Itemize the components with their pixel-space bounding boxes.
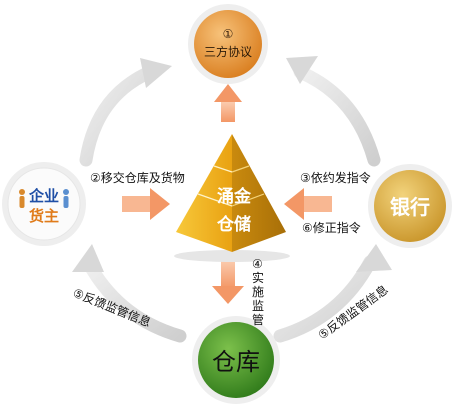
central-pyramid — [174, 134, 290, 262]
step-6-label: ⑥修正指令 — [302, 220, 361, 235]
person-left-icon — [19, 189, 25, 208]
step-3-label: ③依约发指令 — [300, 170, 371, 185]
bank-node — [368, 164, 452, 248]
arrow-bank-to-pyramid — [284, 188, 332, 220]
agreement-node — [188, 4, 268, 84]
warehouse-node — [192, 316, 280, 404]
step-2-label: ②移交仓库及货物 — [90, 170, 185, 185]
arrow-pyramid-to-warehouse — [212, 258, 244, 304]
enterprise-node — [2, 162, 86, 246]
step-4-label: ④实施监管 — [252, 257, 265, 327]
enterprise-label-line1: 企业 — [28, 187, 59, 205]
person-right-icon — [63, 189, 69, 208]
warehouse-label: 仓库 — [212, 348, 260, 376]
pyramid-label-line2: 仓储 — [216, 214, 251, 235]
cycle-arrow-bottom-left — [72, 244, 187, 343]
arrow-pyramid-to-agreement — [214, 84, 242, 122]
cycle-arrow-top-right — [286, 56, 381, 167]
cycle-arrow-bottom-right — [273, 244, 392, 343]
bank-label: 银行 — [390, 195, 430, 219]
arrow-enterprise-to-pyramid — [122, 188, 170, 220]
pyramid-label-line1: 涌金 — [217, 186, 252, 207]
agreement-number: ① — [223, 27, 234, 41]
enterprise-label-line2: 货主 — [29, 207, 59, 225]
cycle-arrow-top-left — [79, 58, 172, 167]
agreement-label: 三方协议 — [204, 44, 252, 59]
